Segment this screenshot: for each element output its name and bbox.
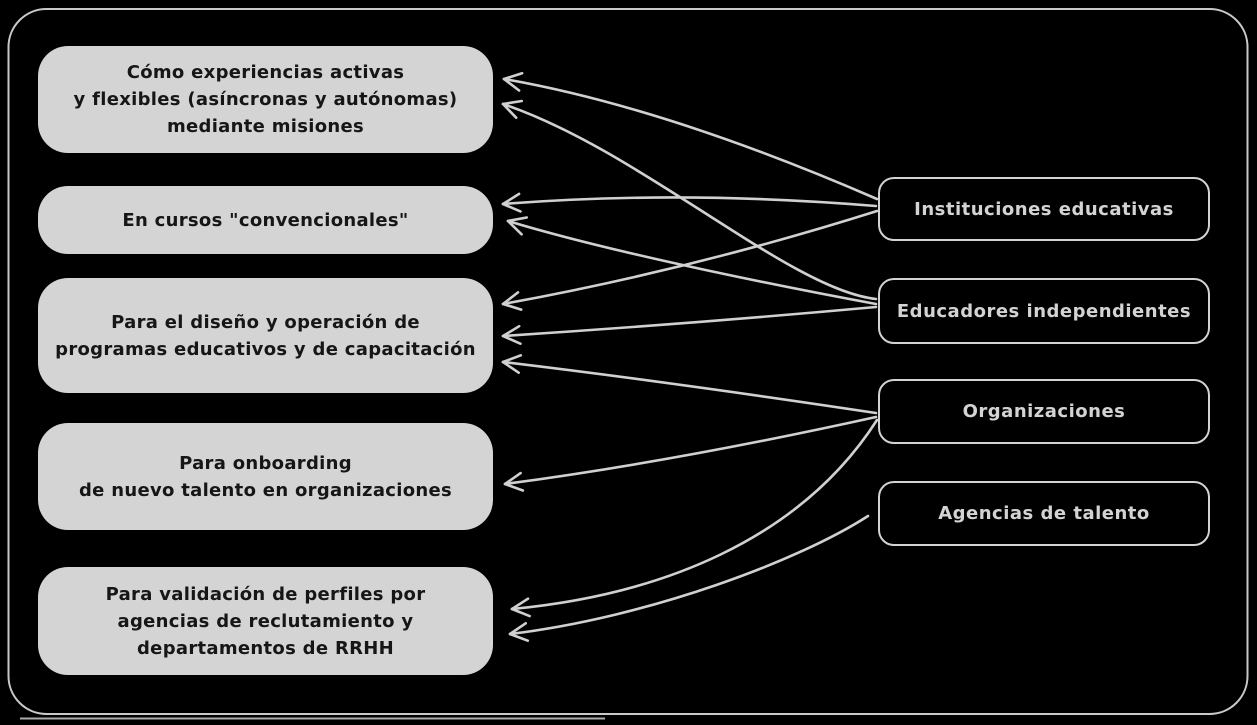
arrowhead-wing xyxy=(501,324,521,338)
right-box-instituciones: Instituciones educativas xyxy=(878,177,1210,241)
arrow-educadores-to-missions xyxy=(501,99,878,301)
arrowhead-wing xyxy=(501,99,524,106)
box-text-line: programas educativos y de capacitación xyxy=(55,338,476,360)
box-text-line: agencias de reclutamiento y xyxy=(117,610,414,632)
arrowhead-wing xyxy=(501,291,520,306)
arrow-shaft xyxy=(501,196,878,208)
box-text-line: Educadores independientes xyxy=(896,300,1192,322)
arrowhead-wing xyxy=(501,302,523,311)
left-box-courses: En cursos "convencionales" xyxy=(38,186,493,254)
arrow-instituciones-to-programs xyxy=(501,209,879,311)
arrow-instituciones-to-courses xyxy=(501,192,878,213)
arrow-organizaciones-to-programs xyxy=(501,354,878,415)
arrow-shaft xyxy=(503,415,878,486)
right-box-organizaciones: Organizaciones xyxy=(878,379,1210,444)
box-text-line: y flexibles (asíncronas y autónomas) xyxy=(73,89,458,110)
box-text-line: Para onboarding xyxy=(179,452,352,474)
left-box-missions: Cómo experiencias activas y flexibles (a… xyxy=(38,46,493,153)
arrow-shaft xyxy=(508,514,870,636)
arrow-shaft xyxy=(510,418,879,611)
arrowhead-wing xyxy=(503,482,525,492)
arrowhead-wing xyxy=(510,607,531,618)
arrow-organizaciones-to-onboarding xyxy=(503,415,878,492)
box-text-line: Cómo experiencias activas xyxy=(126,62,405,83)
arrow-shaft xyxy=(502,77,879,201)
box-text-line: Para el diseño y operación de xyxy=(111,311,420,333)
box-text-line: departamentos de RRHH xyxy=(137,637,394,659)
arrow-agencias-to-validation xyxy=(508,514,870,642)
arrow-shaft xyxy=(501,360,878,415)
arrowhead-wing xyxy=(503,471,522,486)
arrow-shaft xyxy=(501,305,878,338)
left-box-onboarding: Para onboarding de nuevo talento en orga… xyxy=(38,423,493,530)
arrowhead-wing xyxy=(501,360,520,374)
arrowhead-wing xyxy=(508,622,527,636)
arrow-educadores-to-programs xyxy=(501,305,878,345)
arrowhead-wing xyxy=(501,354,523,364)
box-text-line: mediante misiones xyxy=(166,116,365,137)
arrowhead-wing xyxy=(501,192,521,206)
box-text-line: Instituciones educativas xyxy=(914,198,1174,220)
right-box-agencias: Agencias de talento xyxy=(878,481,1210,546)
box-text-line: Agencias de talento xyxy=(938,503,1150,524)
box-text-line: Para validación de perfiles por xyxy=(105,583,426,605)
arrow-shaft xyxy=(501,102,878,301)
left-box-programs: Para el diseño y operación de programas … xyxy=(38,278,493,393)
box-text-line: Organizaciones xyxy=(962,401,1126,422)
arrowhead-wing xyxy=(501,202,522,213)
arrowhead-wing xyxy=(502,71,524,81)
box-text-line: de nuevo talento en organizaciones xyxy=(78,479,453,501)
arrowhead-wing xyxy=(501,102,518,119)
arrowhead-wing xyxy=(508,632,530,642)
arrowhead-wing xyxy=(502,77,521,92)
arrowhead-wing xyxy=(506,219,523,236)
arrow-shaft xyxy=(501,209,879,306)
arrowhead-wing xyxy=(506,216,528,223)
arrow-instituciones-to-missions xyxy=(502,71,879,201)
arrowhead-wing xyxy=(510,597,530,611)
arrow-organizaciones-to-validation xyxy=(510,418,879,618)
right-box-educadores: Educadores independientes xyxy=(878,278,1210,344)
arrowhead-wing xyxy=(501,334,522,345)
arrow-educadores-to-courses xyxy=(506,216,878,306)
box-text-line: En cursos "convencionales" xyxy=(122,209,409,231)
left-box-validation: Para validación de perfiles por agencias… xyxy=(38,567,493,675)
outer-frame xyxy=(7,8,1249,715)
arrow-shaft xyxy=(506,219,878,306)
